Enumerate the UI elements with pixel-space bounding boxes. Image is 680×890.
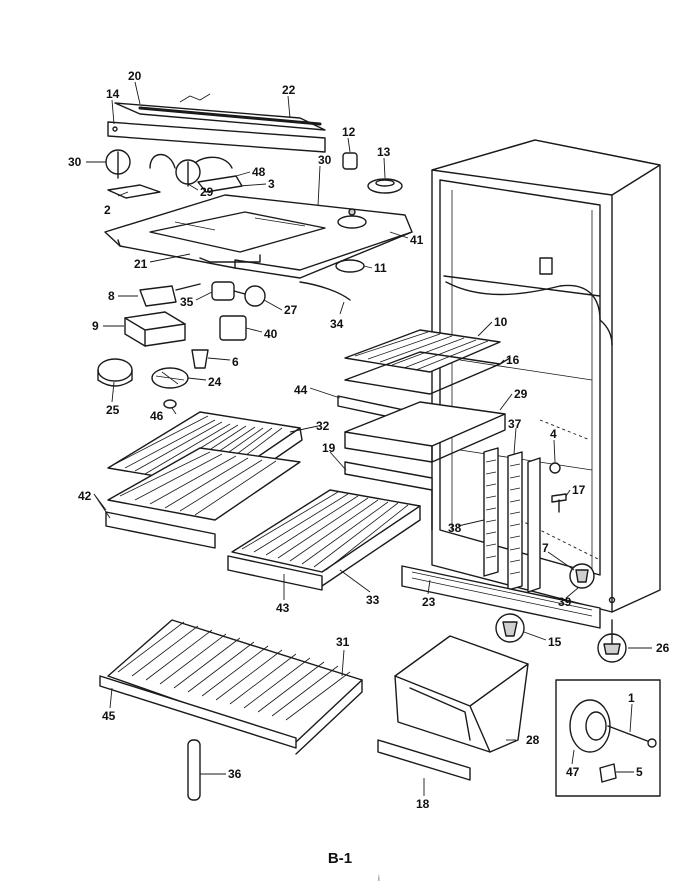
callout-30-right: 29 bbox=[200, 185, 214, 199]
shelf-support-38 bbox=[507, 451, 523, 591]
callout-22: 22 bbox=[282, 83, 296, 97]
callout-1: 1 bbox=[628, 691, 635, 705]
callout-10: 10 bbox=[494, 315, 508, 329]
callout-labels: 20 22 14 12 13 30 48 30 29 3 2 41 21 11 … bbox=[68, 69, 670, 811]
callout-11: 11 bbox=[374, 261, 387, 275]
tube-35 bbox=[299, 281, 351, 301]
knob-30-right bbox=[175, 159, 201, 187]
page-mark: i bbox=[378, 874, 380, 883]
callout-38: 37 bbox=[508, 417, 522, 431]
shelf-rail-46 bbox=[99, 675, 297, 749]
callout-13: 13 bbox=[377, 145, 391, 159]
callout-29: 29 bbox=[514, 387, 528, 401]
callout-31: 30 bbox=[318, 153, 332, 167]
shelf-34 bbox=[231, 489, 421, 587]
shelf-support-38b bbox=[527, 457, 541, 593]
panel-14 bbox=[107, 121, 326, 153]
crisper-cover-29 bbox=[344, 401, 506, 463]
roller-48 bbox=[569, 699, 611, 753]
leader-lines bbox=[86, 81, 652, 796]
relay-41 bbox=[219, 315, 247, 341]
leveler-15 bbox=[495, 613, 525, 643]
callout-45: 44 bbox=[294, 383, 308, 397]
callout-8: 8 bbox=[108, 289, 115, 303]
callout-28: 28 bbox=[526, 733, 540, 747]
bulb-27 bbox=[233, 285, 266, 307]
callout-26: 26 bbox=[656, 641, 670, 655]
callout-24: 24 bbox=[208, 375, 222, 389]
callout-20: 20 bbox=[128, 69, 142, 83]
shelf-rail-43 bbox=[105, 511, 216, 549]
callout-4: 4 bbox=[550, 427, 557, 441]
callout-46: 45 bbox=[102, 709, 116, 723]
callout-30-left: 30 bbox=[68, 155, 82, 169]
toe-grille-23 bbox=[401, 565, 601, 629]
callout-36: 35 bbox=[180, 295, 194, 309]
axle-1 bbox=[607, 725, 657, 748]
defrost-drain-12 bbox=[342, 152, 358, 170]
callout-17: 17 bbox=[572, 483, 586, 497]
light-switch-8 bbox=[139, 283, 201, 307]
callout-33: 32 bbox=[316, 419, 330, 433]
callout-5: 5 bbox=[636, 765, 643, 779]
callout-40: 39 bbox=[558, 595, 572, 609]
clip-6 bbox=[191, 349, 209, 369]
callout-7: 7 bbox=[542, 541, 549, 555]
callout-14: 14 bbox=[106, 87, 120, 101]
callout-47: 46 bbox=[150, 409, 164, 423]
screw-17 bbox=[551, 493, 567, 513]
socket-36 bbox=[211, 281, 235, 301]
hinge-40 bbox=[569, 563, 595, 589]
timer-25 bbox=[97, 358, 133, 387]
control-box-9 bbox=[124, 311, 186, 347]
callout-12: 12 bbox=[342, 125, 356, 139]
callout-37: 36 bbox=[228, 767, 242, 781]
callout-6: 6 bbox=[232, 355, 239, 369]
shelf-32 bbox=[107, 619, 363, 755]
drawer-19 bbox=[344, 461, 433, 531]
callout-25: 25 bbox=[106, 403, 120, 417]
knob-30-left bbox=[105, 149, 131, 179]
control-panel-20-22 bbox=[114, 93, 326, 131]
callout-34: 33 bbox=[366, 593, 380, 607]
shelf-10 bbox=[344, 329, 501, 373]
shelf-rail-44 bbox=[227, 555, 323, 591]
fan-24 bbox=[151, 367, 189, 389]
crisper-28 bbox=[394, 635, 529, 753]
control-bracket-2 bbox=[107, 184, 161, 199]
callout-23: 23 bbox=[422, 595, 436, 609]
callout-43: 42 bbox=[78, 489, 92, 503]
callout-19: 19 bbox=[322, 441, 336, 455]
callout-16: 16 bbox=[506, 353, 520, 367]
callout-44: 43 bbox=[276, 601, 290, 615]
damper-11 bbox=[335, 259, 365, 273]
callout-21: 21 bbox=[134, 257, 148, 271]
callout-35: 34 bbox=[330, 317, 344, 331]
callout-18: 18 bbox=[416, 797, 430, 811]
callout-15: 15 bbox=[548, 635, 562, 649]
inset-box bbox=[555, 679, 661, 797]
clip-5 bbox=[599, 763, 617, 783]
callout-2: 2 bbox=[104, 203, 111, 217]
crisper-rail-18 bbox=[377, 739, 471, 781]
callout-39: 38 bbox=[448, 521, 462, 535]
callout-48: 47 bbox=[566, 765, 580, 779]
evaporator-tray-42 bbox=[104, 194, 413, 279]
washer-47 bbox=[163, 399, 177, 409]
damper-13 bbox=[367, 178, 403, 194]
callout-42: 41 bbox=[410, 233, 424, 247]
callout-9: 9 bbox=[92, 319, 99, 333]
callout-3: 3 bbox=[268, 177, 275, 191]
callout-41: 40 bbox=[264, 327, 278, 341]
callout-32: 31 bbox=[336, 635, 350, 649]
shelf-post-37 bbox=[187, 739, 201, 801]
screw-4 bbox=[549, 462, 561, 474]
shelf-support-39 bbox=[483, 447, 499, 577]
callout-49: 48 bbox=[252, 165, 266, 179]
page-label: B-1 bbox=[327, 850, 353, 867]
leveler-26 bbox=[597, 619, 627, 663]
callout-27: 27 bbox=[284, 303, 298, 317]
